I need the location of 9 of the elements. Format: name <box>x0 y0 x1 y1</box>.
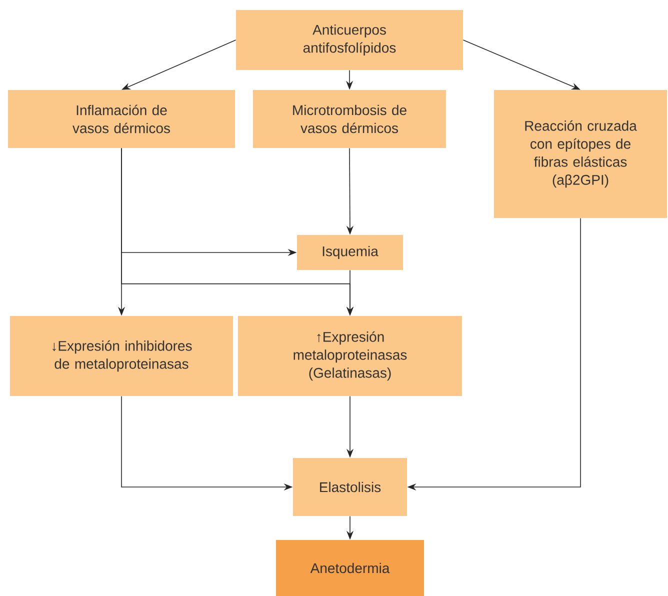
process-box: Isquemia <box>297 235 403 270</box>
process-box: Inflamación de vasos dérmicos <box>8 90 235 148</box>
process-box: Elastolisis <box>293 458 407 516</box>
process-box: Anticuerpos antifosfolípidos <box>236 10 463 70</box>
process-box: Reacción cruzada con epítopes de fibras elásticas (aβ2GPI) <box>494 90 667 218</box>
process-box: ↑Expresión metaloproteinasas (Gelatinasas) <box>238 316 462 396</box>
start-box: Anetodermia <box>276 540 424 596</box>
process-box: Microtrombosis de vasos dérmicos <box>253 90 446 148</box>
process-box: ↓Expresión inhibidores de metaloproteinasas <box>10 316 233 396</box>
